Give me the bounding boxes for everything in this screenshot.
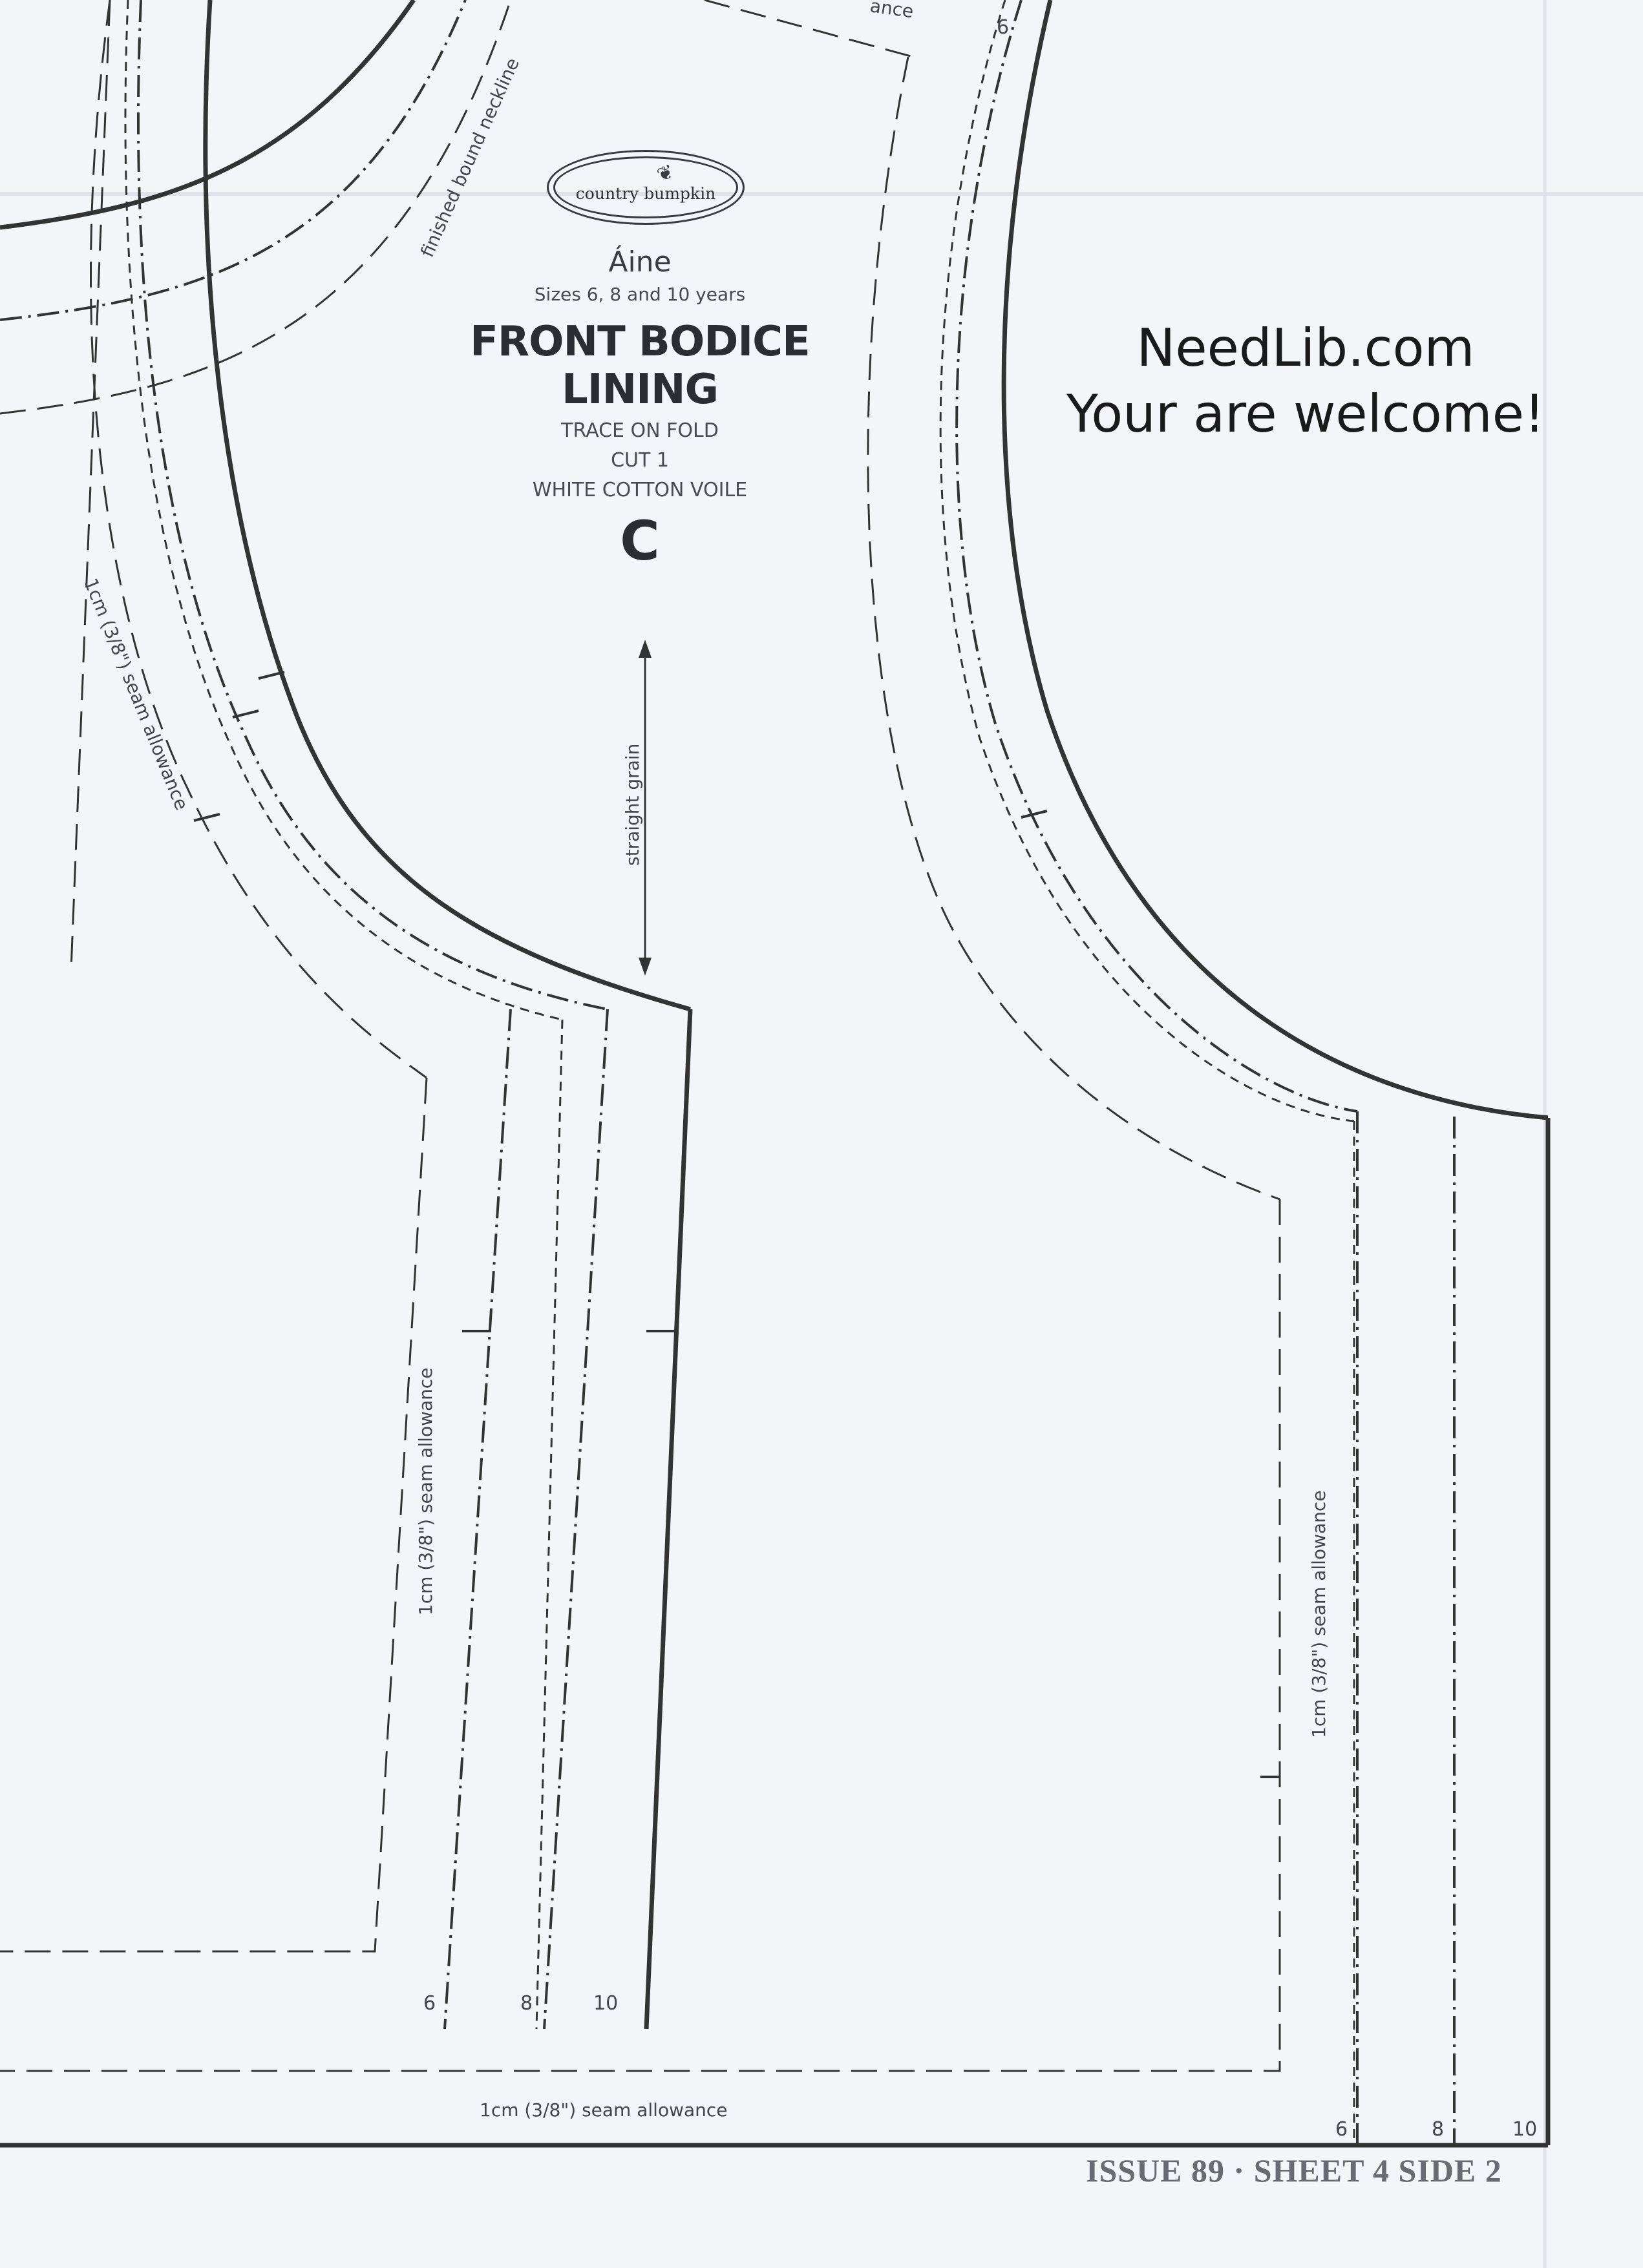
grain-arrow-down-icon [639,958,652,976]
left-armhole-dotted-line [124,0,563,1021]
left-armhole-stitch-line [136,0,608,1011]
left-armhole-seam-allowance [89,0,427,1079]
size-mark-left-6: 6 [423,1992,436,2015]
left-side-seam-dashed [70,0,111,970]
seam-allowance-label-top: ance [869,0,915,22]
pattern-title-block: Áine Sizes 6, 8 and 10 years FRONT BODIC… [427,246,853,572]
neckline-cutting-line [0,0,416,230]
country-bumpkin-logo: ❦ country bumpkin [547,150,745,225]
wheat-sprig-icon: ❦ [654,160,677,187]
stitch-line-size-6 [443,1009,512,2030]
seam-allowance-label-hem: 1cm (3/8") seam allowance [480,2099,728,2121]
size-mark-left-10: 10 [593,1992,618,2015]
size-mark-right-8: 8 [1432,2118,1444,2141]
piece-title: FRONT BODICE LINING [427,318,853,414]
seam-allowance-label-right-side: 1cm (3/8") seam allowance [1308,1491,1330,1739]
fabric-instruction: WHITE COTTON VOILE [532,479,748,501]
stitch-line-size-8 [543,1009,609,2030]
cut-instruction: CUT 1 [611,449,669,472]
trace-instruction: TRACE ON FOLD [561,419,719,442]
neckline-label: finished bound neckline [416,55,524,260]
seam-allowance-label-left-side: 1cm (3/8") seam allowance [415,1368,436,1616]
cutting-line-size-10 [644,1009,693,2030]
right-armhole-seam-allowance [867,56,1280,1201]
right-armhole-stitch-line [955,0,1358,1113]
piece-title-line1: FRONT BODICE [470,318,811,366]
size-mark-right-10: 10 [1512,2118,1537,2141]
left-armhole-cutting-line [203,0,691,1012]
grain-label: straight grain [622,744,643,866]
right-armhole-dotted-line [939,0,1355,1122]
seam-allowance-label-left-curve: 1cm (3/8") seam allowance [80,575,193,813]
right-armhole-cutting-line [1001,0,1549,1120]
piece-title-line2: LINING [561,366,719,414]
logo-text: country bumpkin [575,184,716,203]
neckline-stitch-line [0,0,467,321]
piece-letter: C [620,509,660,572]
sheet-footer: ISSUE 89 · SHEET 4 SIDE 2 [1086,2152,1502,2189]
dotted-line [535,1019,564,2030]
watermark: NeedLib.com Your are welcome! [1008,315,1603,447]
pattern-name: Áine [608,246,672,278]
size-mark-right-6: 6 [1335,2118,1348,2141]
notch-marks [193,671,1280,1778]
pattern-sizes: Sizes 6, 8 and 10 years [534,284,746,305]
watermark-line2: Your are welcome! [1066,384,1545,444]
left-seam-allowance-dashed [0,1077,428,1953]
right-seam-allowance-dashed [0,1199,1281,2072]
size-mark-left-8: 8 [520,1992,533,2015]
grain-arrow-up-icon [639,640,652,658]
size-mark-top-6: 6 [997,16,1009,39]
watermark-line1: NeedLib.com [1136,318,1475,378]
